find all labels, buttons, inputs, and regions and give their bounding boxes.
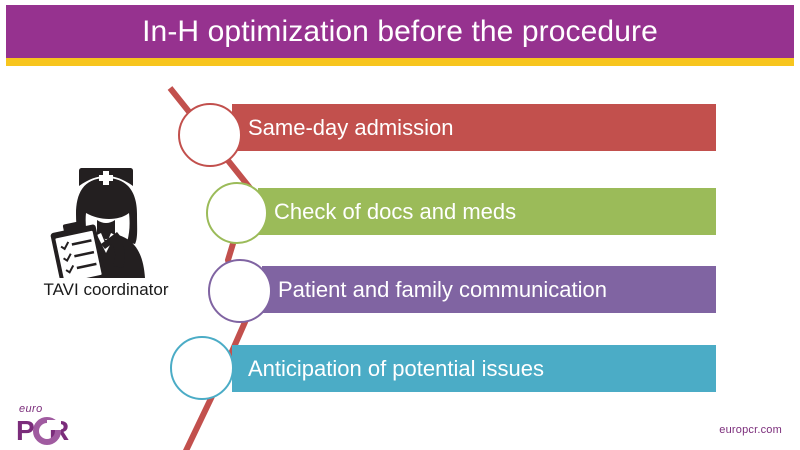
step-bar-2[interactable]: Check of docs and meds [258, 188, 716, 235]
nurse-icon [50, 168, 145, 278]
logo-pcr-svg: P R [16, 415, 69, 446]
step-bar-label: Check of docs and meds [274, 198, 517, 224]
step-bar-label: Same-day admission [248, 114, 454, 140]
step-bar-label: Patient and family communication [278, 276, 607, 302]
step-marker-circle-3[interactable] [208, 259, 272, 323]
step-bar-label: Anticipation of potential issues [248, 355, 544, 381]
persona-label: TAVI coordinator [43, 280, 169, 299]
logo-euro-text: euro [19, 403, 43, 415]
step-bar-3[interactable]: Patient and family communication [262, 266, 716, 313]
svg-text:P: P [16, 416, 35, 446]
step-bar-1[interactable]: Same-day admission [232, 104, 716, 151]
slide-header-band: In-H optimization before the procedure [6, 5, 794, 58]
logo-pcr-mark: P R [16, 415, 106, 446]
header-accent-rule [6, 58, 794, 66]
step-marker-circle-1[interactable] [178, 103, 242, 167]
page-title: In-H optimization before the procedure [142, 15, 658, 48]
step-marker-circle-4[interactable] [170, 336, 234, 400]
step-bar-4[interactable]: Anticipation of potential issues [232, 345, 716, 392]
europcr-logo: euro P R [16, 403, 106, 447]
step-marker-circle-2[interactable] [206, 182, 268, 244]
footer-url: europcr.com [719, 424, 782, 436]
persona-block: TAVI coordinator [24, 158, 188, 304]
